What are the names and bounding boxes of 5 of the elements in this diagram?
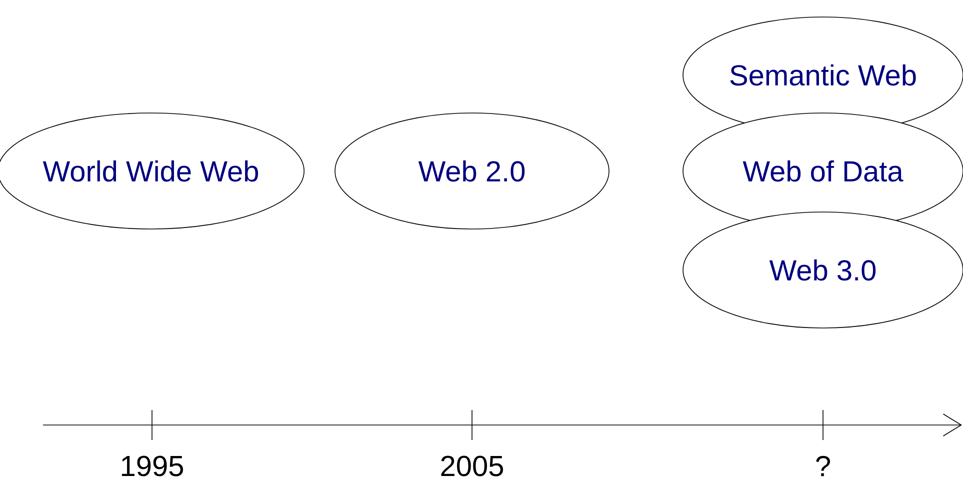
node-label: Web 3.0 [769, 259, 876, 281]
year-label: 1995 [122, 456, 184, 476]
node-label: Web of Data [742, 160, 904, 182]
year-label: ? [816, 456, 830, 476]
year-label: 2005 [441, 456, 504, 476]
